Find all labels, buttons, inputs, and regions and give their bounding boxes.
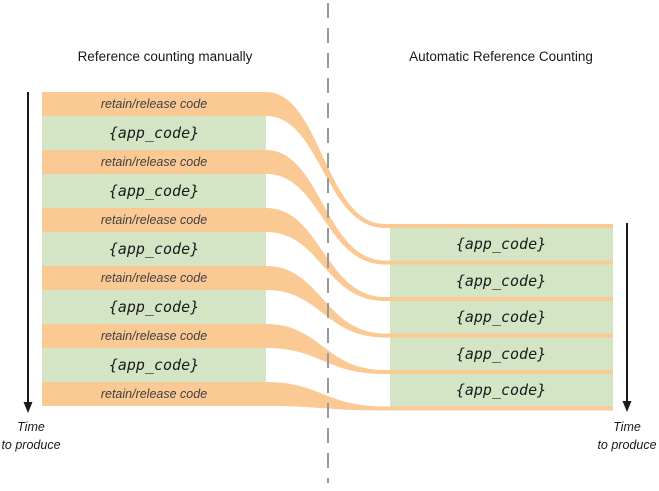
right-column-title: Automatic Reference Counting <box>409 49 593 64</box>
retain-release-label: retain/release code <box>101 155 207 169</box>
right-time-label-line2: to produce <box>597 438 656 452</box>
retain-release-label: retain/release code <box>101 97 207 111</box>
left-time-arrowhead-icon <box>23 402 33 413</box>
app-code-label: {app_code} <box>456 308 546 326</box>
flow-band <box>42 92 613 228</box>
app-code-block <box>42 348 266 382</box>
left-time-arrow <box>23 92 33 413</box>
app-code-label: {app_code} <box>109 356 199 374</box>
app-code-block <box>42 290 266 324</box>
right-app-code-blocks <box>390 228 613 407</box>
app-code-label: {app_code} <box>109 240 199 258</box>
retain-release-label: retain/release code <box>101 329 207 343</box>
app-code-block <box>390 228 613 261</box>
retain-release-flow-bands <box>42 92 613 411</box>
flow-band <box>42 208 613 301</box>
flow-band <box>42 150 613 265</box>
app-code-block <box>390 301 613 334</box>
right-time-label-line1: Time <box>613 420 641 434</box>
retain-release-label: retain/release code <box>101 271 207 285</box>
app-code-block <box>390 374 613 407</box>
app-code-label: {app_code} <box>109 182 199 200</box>
left-time-label-line2: to produce <box>1 438 60 452</box>
right-time-arrowhead-icon <box>622 401 632 412</box>
flow-band <box>42 324 613 374</box>
app-code-block <box>42 232 266 266</box>
app-code-block <box>390 337 613 370</box>
app-code-label: {app_code} <box>109 298 199 316</box>
flow-band <box>42 382 613 411</box>
app-code-block <box>42 116 266 150</box>
app-code-label: {app_code} <box>456 381 546 399</box>
left-app-code-blocks <box>42 116 266 382</box>
left-column-title: Reference counting manually <box>78 49 253 64</box>
retain-release-label: retain/release code <box>101 387 207 401</box>
left-time-label-line1: Time <box>17 420 45 434</box>
app-code-label: {app_code} <box>456 235 546 253</box>
right-block-labels: {app_code} {app_code} {app_code} {app_co… <box>456 235 546 399</box>
app-code-block <box>390 264 613 297</box>
app-code-label: {app_code} <box>109 124 199 142</box>
flow-band <box>42 266 613 338</box>
right-time-arrow <box>622 223 632 412</box>
retain-release-label: retain/release code <box>101 213 207 227</box>
app-code-label: {app_code} <box>456 272 546 290</box>
left-band-labels: retain/release code {app_code} retain/re… <box>101 97 207 401</box>
app-code-block <box>42 174 266 208</box>
app-code-label: {app_code} <box>456 345 546 363</box>
